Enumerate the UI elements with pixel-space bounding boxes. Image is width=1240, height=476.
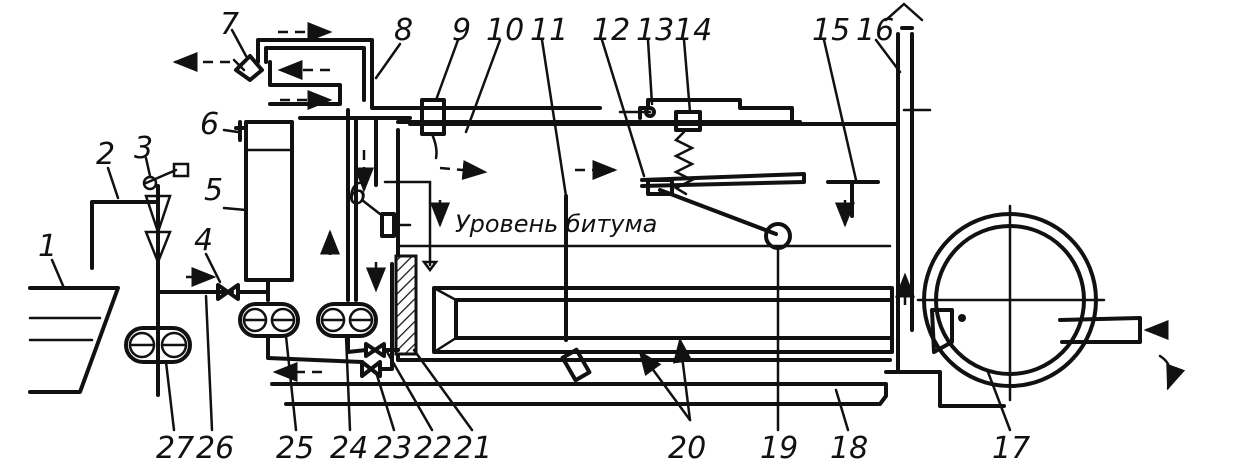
- callout-4: 4: [194, 223, 213, 258]
- callout-11: 11: [530, 13, 568, 48]
- callout-21: 21: [454, 431, 492, 466]
- callout-2: 2: [96, 137, 115, 172]
- callout-10: 10: [486, 13, 524, 48]
- callout-22: 22: [414, 431, 452, 466]
- callout-6b: 6: [348, 177, 367, 212]
- callout-9: 9: [452, 13, 471, 48]
- callout-23: 23: [374, 431, 412, 466]
- circulation-pump: [238, 302, 300, 338]
- leader-lines: [50, 28, 1012, 432]
- callout-13: 13: [636, 13, 674, 48]
- callout-24: 24: [330, 431, 368, 466]
- callout-1: 1: [38, 229, 57, 264]
- furnace: [916, 204, 1186, 402]
- transfer-pump: [316, 302, 378, 338]
- discharge-valves: [266, 262, 400, 378]
- bitumen-level-label: Уровень битума: [455, 210, 657, 238]
- vapor-line: [172, 22, 602, 302]
- callout-8: 8: [394, 13, 413, 48]
- callout-26: 26: [196, 431, 234, 466]
- callout-14: 14: [674, 13, 712, 48]
- chimney: [884, 2, 932, 332]
- callout-18: 18: [830, 431, 868, 466]
- callout-6a: 6: [200, 107, 219, 142]
- level-gauge: [380, 212, 412, 238]
- callout-16: 16: [856, 13, 894, 48]
- fire-tubes: [432, 286, 894, 354]
- dehydrator-column: [234, 120, 294, 302]
- callout-27: 27: [156, 431, 194, 466]
- overflow-pipe: [826, 180, 880, 218]
- callout-19: 19: [760, 431, 798, 466]
- float-level-controller: [618, 98, 806, 250]
- callout-5: 5: [204, 173, 223, 208]
- insulation-block: [394, 254, 418, 356]
- callout-12: 12: [592, 13, 630, 48]
- callout-7: 7: [220, 7, 239, 42]
- feed-pump: [124, 326, 192, 364]
- callout-17: 17: [992, 431, 1030, 466]
- callout-25: 25: [276, 431, 314, 466]
- inlet-valve: [186, 267, 270, 301]
- boiler-tank: [383, 120, 900, 372]
- callout-20: 20: [668, 431, 706, 466]
- bitumen-storage-pit: [28, 286, 120, 394]
- frame-base: [270, 347, 1006, 408]
- callout-labels: 1 2 3 4 5 6 6 7 8 9 10 11 12 13 14 15 16…: [38, 7, 1030, 466]
- callout-3: 3: [134, 131, 153, 166]
- vent-valve: [413, 98, 453, 160]
- callout-15: 15: [812, 13, 850, 48]
